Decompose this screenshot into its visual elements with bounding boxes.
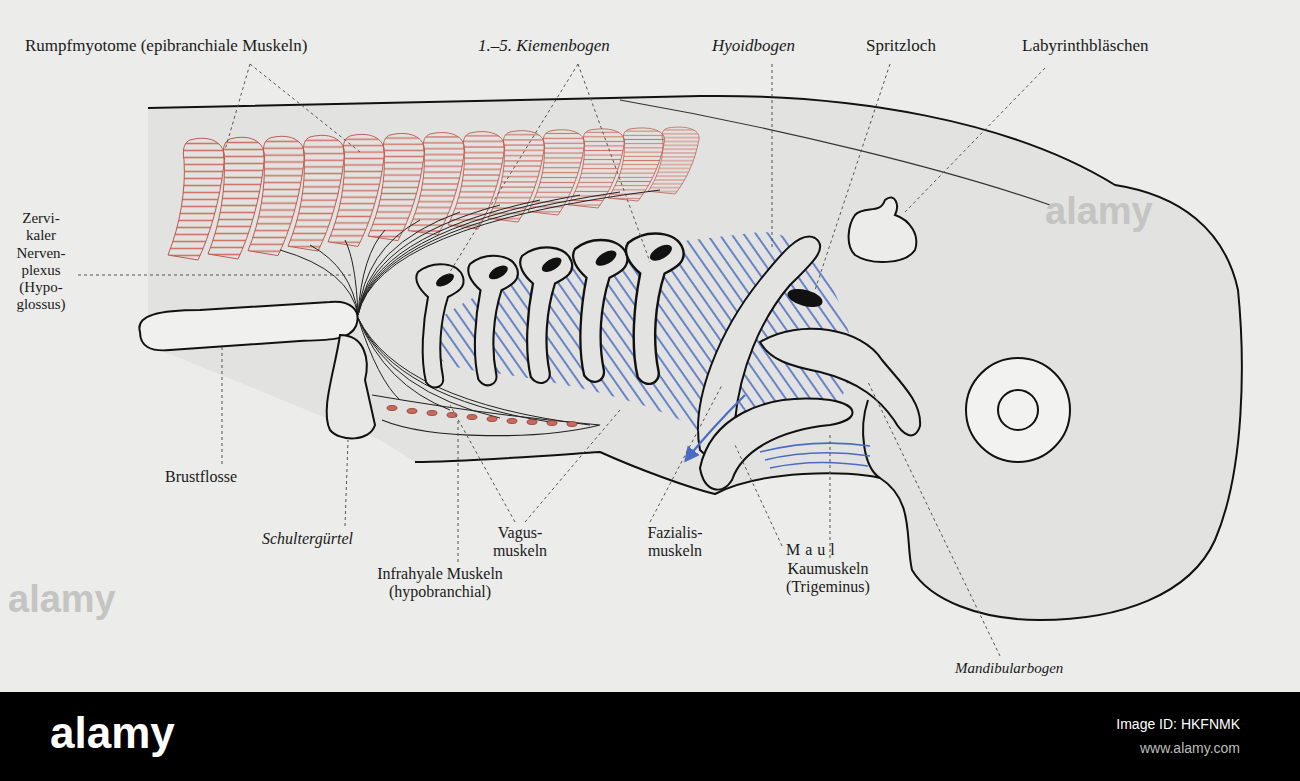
nerve-label: Zervi- kaler Nerven- plexus (Hypo- gloss… [11,210,71,314]
part-label: Spritzloch [866,36,936,56]
labyrinth-vesicle [849,198,917,262]
gill-arches [416,233,683,387]
watermark: alamy [8,578,116,622]
watermark-url: www.alamy.com [1140,740,1240,756]
background [0,0,1300,692]
muscle-label: Vagus- muskeln [484,524,556,561]
eye-lens [998,390,1038,430]
mandibular-arch [760,329,920,436]
body-outline [148,96,1242,620]
infrahyal-dots [387,406,577,427]
muscle-label: Infrahyale Muskeln (hypobranchial) [335,565,545,602]
part-label: Labyrinthbläschen [1022,36,1149,56]
dorsal-line [620,100,1050,205]
part-label: Schultergürtel [262,530,353,548]
muscle-label: Kaumuskeln (Trigeminus) [772,560,884,597]
watermark: alamy [1045,190,1153,234]
leader-lines [78,64,1045,656]
arch-label: 1.–5. Kiemenbogen [478,36,610,56]
spiracle [786,286,825,311]
eye [966,358,1070,462]
watermark-bar [0,692,1300,781]
jaw-muscles [686,395,870,468]
arch-label: Hyoidbogen [712,36,795,56]
part-label: Maul [786,541,840,559]
watermark-logo: alamy [50,708,175,759]
pectoral-fin [139,302,357,351]
image-id: Image ID: HKFNMK [1116,716,1240,732]
shoulder-girdle [327,335,375,438]
muscle-label: Fazialis- muskeln [636,524,714,561]
infrahyal-band [372,395,600,436]
arch-label: Mandibularbogen [955,660,1063,677]
part-label: Brustflosse [165,468,237,486]
body-fill [148,96,1242,620]
muscle-label: Rumpfmyotome (epibranchiale Muskeln) [25,36,307,56]
